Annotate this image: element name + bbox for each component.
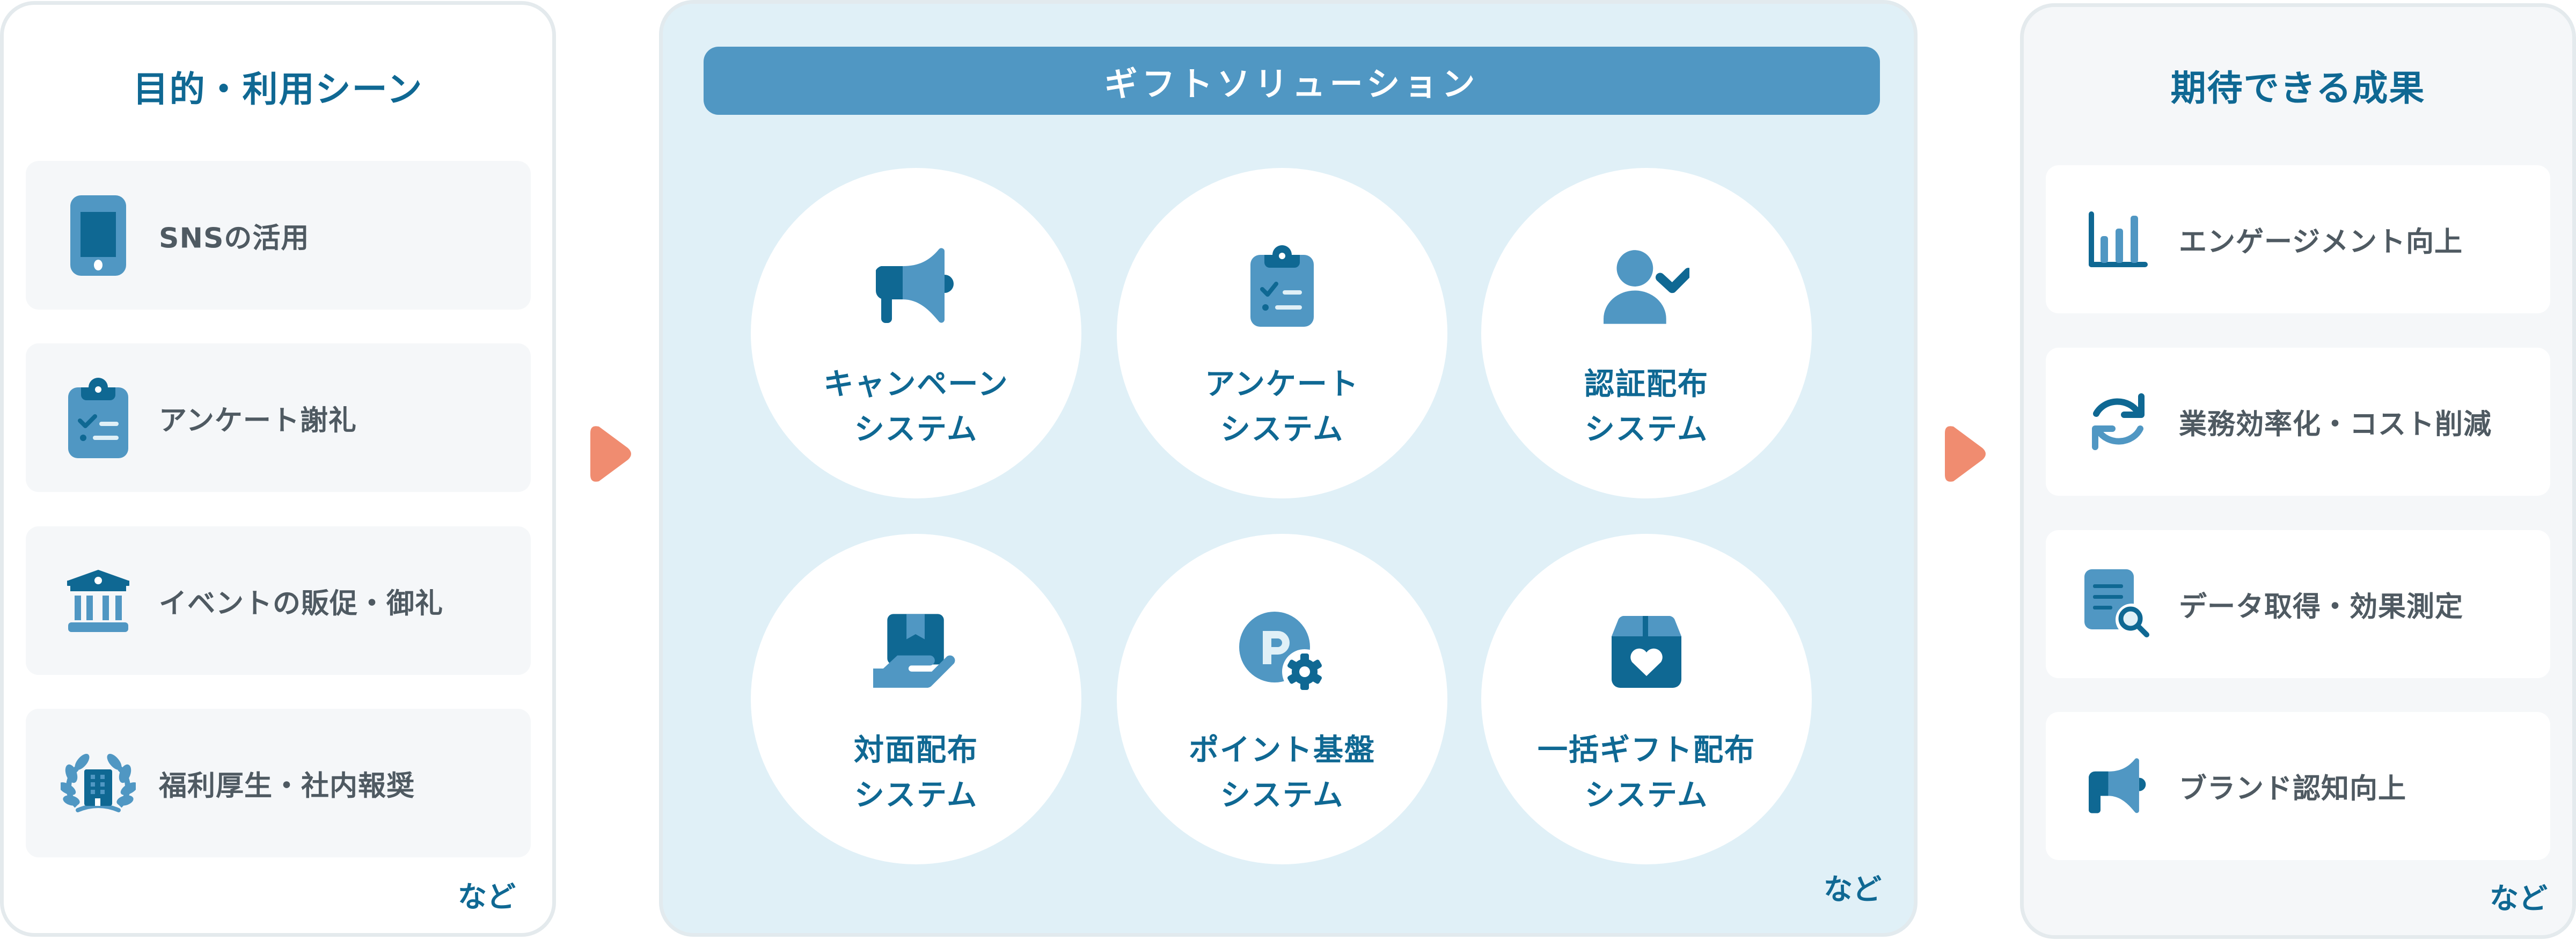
purpose-panel-title: 目的・利用シーン xyxy=(133,69,423,110)
purpose-item-event: イベントの販促・御礼 xyxy=(26,526,531,675)
result-item-efficiency: 業務効率化・コスト削減 xyxy=(2046,348,2550,496)
hand-box-icon xyxy=(873,609,959,695)
gift-box-heart-icon xyxy=(1604,609,1689,695)
result-item-engagement: エンゲージメント向上 xyxy=(2046,165,2550,313)
flow-arrow-icon xyxy=(1945,426,1986,482)
megaphone-icon xyxy=(873,243,959,329)
result-item-label: エンゲージメント向上 xyxy=(2179,226,2463,259)
system-point-platform: ポイント基盤 システム xyxy=(1117,534,1447,864)
clipboard-checklist-icon xyxy=(58,377,138,458)
result-item-label: データ取得・効果測定 xyxy=(2179,591,2464,623)
result-item-label: 業務効率化・コスト削減 xyxy=(2179,408,2492,441)
purpose-item-welfare: 福利厚生・社内報奨 xyxy=(26,709,531,857)
system-survey: アンケート システム xyxy=(1117,168,1447,498)
refresh-cycle-icon xyxy=(2078,381,2158,462)
result-item-label: ブランド認知向上 xyxy=(2179,773,2407,805)
document-search-icon xyxy=(2078,564,2158,644)
bar-chart-icon xyxy=(2078,199,2158,280)
megaphone-icon xyxy=(2078,746,2158,826)
system-label: 認証配布 システム xyxy=(1584,367,1709,447)
purpose-item-sns: SNSの活用 xyxy=(26,161,531,310)
etc-note: など xyxy=(2490,882,2548,915)
purpose-panel: 目的・利用シーン SNSの活用 アンケート謝礼 xyxy=(0,1,556,937)
purpose-item-label: SNSの活用 xyxy=(159,222,310,254)
system-bulk-gift: 一括ギフト配布 システム xyxy=(1481,534,1812,864)
system-face-to-face: 対面配布 システム xyxy=(751,534,1081,864)
laurel-building-icon xyxy=(58,743,138,824)
result-item-brand: ブランド認知向上 xyxy=(2046,712,2550,860)
system-campaign: キャンペーン システム xyxy=(751,168,1081,498)
result-item-data: データ取得・効果測定 xyxy=(2046,530,2550,678)
purpose-item-label: イベントの販促・御礼 xyxy=(159,588,444,620)
system-label: ポイント基盤 システム xyxy=(1189,733,1375,813)
point-gear-icon xyxy=(1239,609,1325,695)
system-label: 一括ギフト配布 システム xyxy=(1538,733,1755,813)
etc-note: など xyxy=(1824,872,1882,906)
system-authentication: 認証配布 システム xyxy=(1481,168,1812,498)
purpose-item-survey: アンケート謝礼 xyxy=(26,343,531,492)
gift-solution-header: ギフトソリューション xyxy=(704,47,1880,115)
gift-solution-panel: ギフトソリューション キャンペーン システム xyxy=(659,0,1918,937)
results-panel-title: 期待できる成果 xyxy=(2170,68,2426,109)
results-panel: 期待できる成果 エンゲージメント向上 業務効率化・コスト削減 xyxy=(2020,3,2576,939)
system-label: アンケート システム xyxy=(1205,367,1359,447)
system-label: キャンペーン システム xyxy=(823,367,1009,447)
clipboard-checklist-icon xyxy=(1239,243,1325,329)
smartphone-icon xyxy=(58,195,138,276)
purpose-item-label: 福利厚生・社内報奨 xyxy=(159,770,415,802)
etc-note: など xyxy=(458,880,516,914)
flow-arrow-icon xyxy=(590,426,631,482)
user-check-icon xyxy=(1604,243,1689,329)
bank-building-icon xyxy=(58,561,138,641)
system-label: 対面配布 システム xyxy=(854,733,978,813)
purpose-item-label: アンケート謝礼 xyxy=(159,405,357,437)
